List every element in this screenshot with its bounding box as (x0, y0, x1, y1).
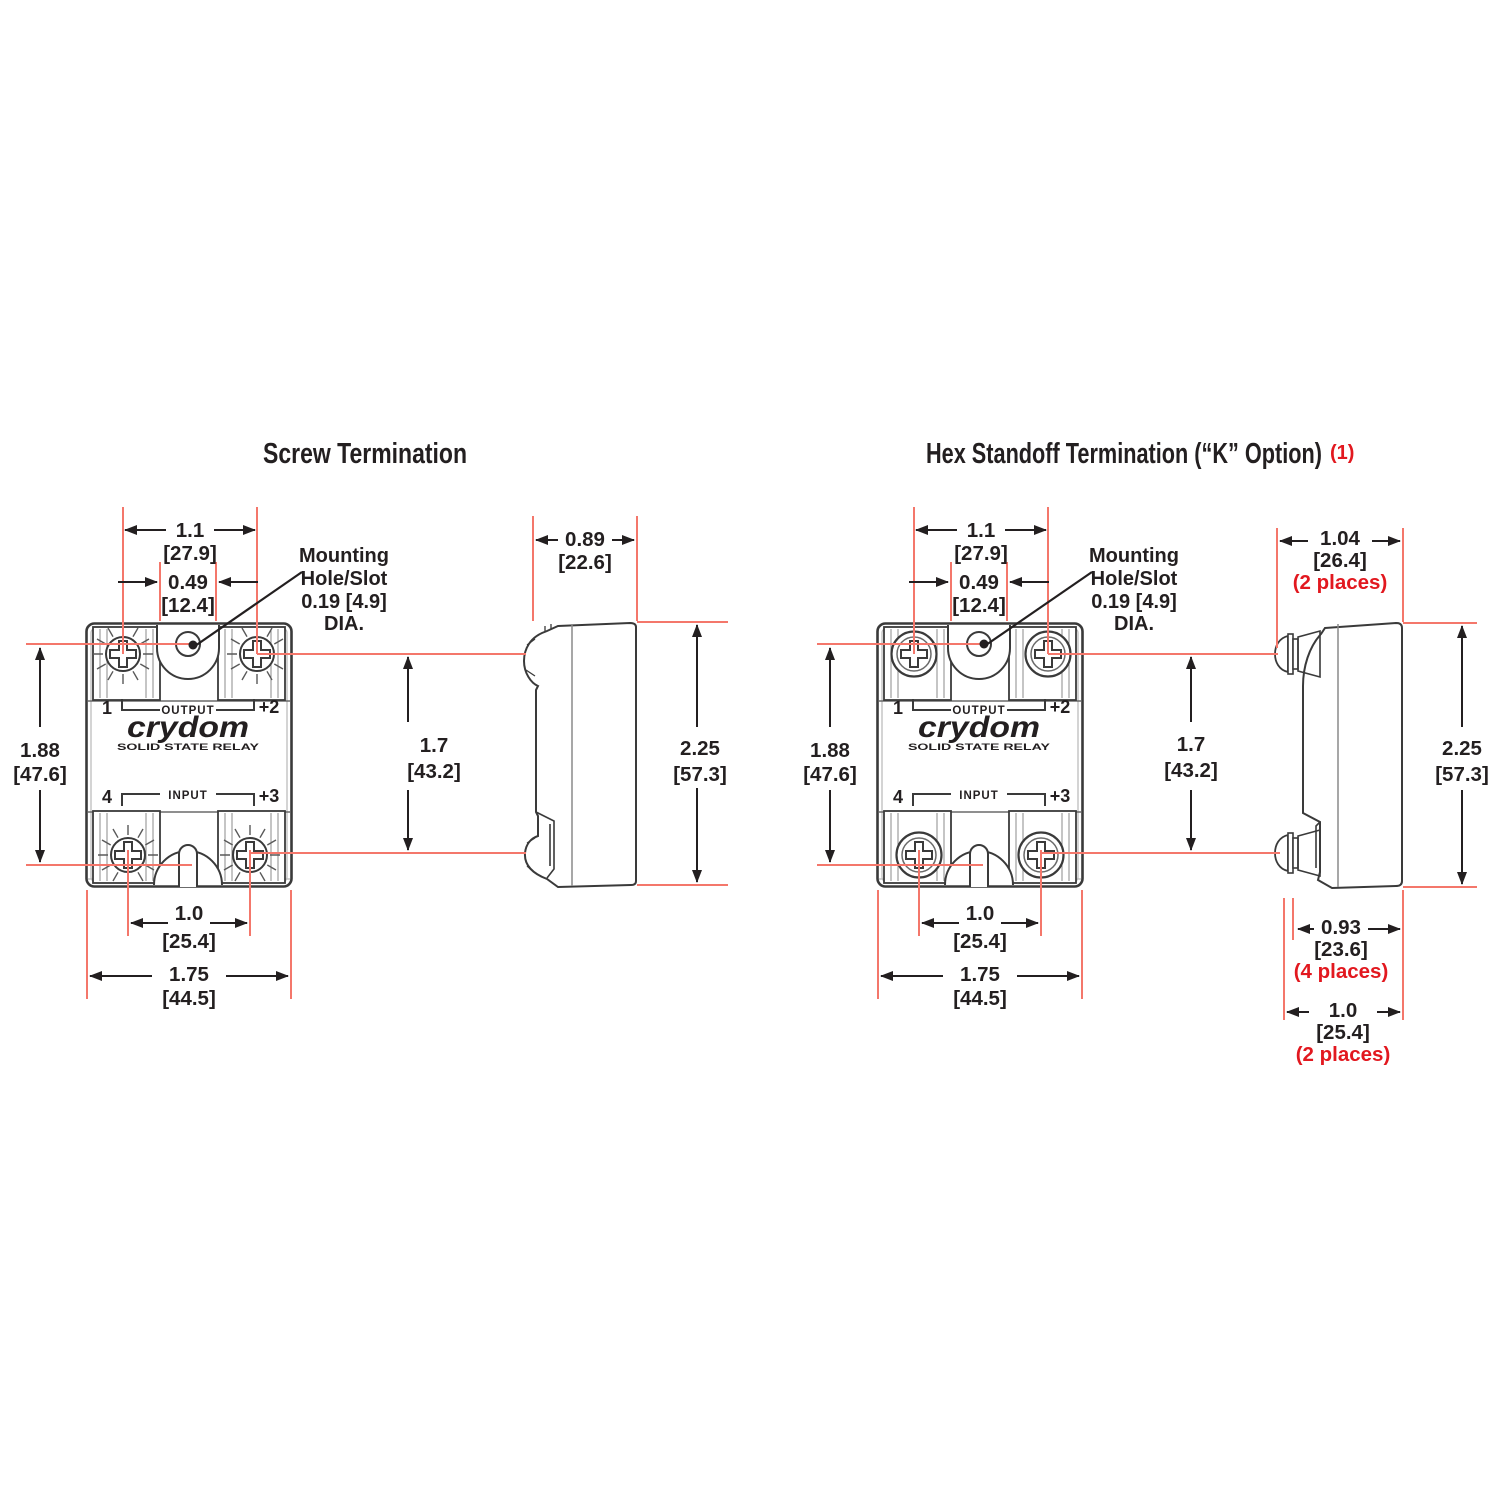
side-outline (1302, 621, 1403, 890)
mounting-note-line2: Hole/Slot (1091, 568, 1178, 590)
dim-terminal-spacing-in: 1.7 (420, 734, 449, 757)
dim-standoff-tip-in: 1.0 (1329, 999, 1358, 1022)
brand-logo: crydom (918, 711, 1040, 744)
leader-dot (979, 639, 989, 649)
output-label: OUTPUT (161, 705, 214, 717)
relay-side-view (522, 621, 637, 889)
side-outline (522, 621, 637, 889)
pin-3-label: +3 (1050, 786, 1071, 806)
dim-body-height-in: 2.25 (1442, 737, 1482, 760)
pin-4-label: 4 (893, 787, 903, 807)
pin-1-label: 1 (893, 698, 903, 718)
mounting-hole-callout: Mounting Hole/Slot 0.19 [4.9] DIA. (188, 545, 389, 650)
mounting-note-line3: 0.19 [4.9] (301, 591, 387, 613)
pin-4-label: 4 (102, 787, 112, 807)
pin-2-label: +2 (1050, 697, 1071, 717)
input-label: INPUT (168, 790, 208, 802)
dim-standoff-face-in: 0.93 (1321, 916, 1361, 939)
dim-terminal-spacing-in: 1.7 (1177, 733, 1206, 756)
relay-front-view: 1 +2 OUTPUT crydom SOLID STATE RELAY INP… (85, 622, 293, 889)
dim-depth-mm: [26.4] (1313, 549, 1367, 572)
dim-body-height-in: 2.25 (680, 737, 720, 760)
dim-depth-in: 1.04 (1320, 527, 1360, 550)
dim-bottom-screws-in: 1.0 (175, 902, 204, 925)
dimension-labels: 1.1 [27.9] 0.49 [12.4] 1.88 [47.6] 1.0 [… (803, 519, 1489, 1066)
dim-body-width-in: 1.75 (960, 963, 1000, 986)
dim-screw-spacing-mm: [27.9] (954, 542, 1008, 565)
leader-line (985, 571, 1093, 646)
output-bracket (912, 699, 1046, 711)
extension-lines (817, 507, 1477, 1020)
dim-body-width-mm: [44.5] (162, 987, 216, 1010)
right-title: Hex Standoff Termination (“K” Option) (926, 438, 1322, 470)
dim-body-width-mm: [44.5] (953, 987, 1007, 1010)
dim-slot-width-in: 0.49 (959, 571, 999, 594)
dim-slot-width-in: 0.49 (168, 571, 208, 594)
mounting-note-line2: Hole/Slot (301, 568, 388, 590)
dimension-lines (825, 525, 1467, 1017)
dim-slot-width-mm: [12.4] (952, 594, 1006, 617)
dim-body-height-mm: [57.3] (1435, 763, 1489, 786)
right-title-footnote: (1) (1330, 442, 1354, 464)
pin-3-label: +3 (259, 786, 280, 806)
dimension-lines (35, 525, 702, 981)
dim-depth-in: 0.89 (565, 528, 605, 551)
input-bracket (121, 793, 255, 806)
dim-depth-mm: [22.6] (558, 551, 612, 574)
dim-terminal-spacing-mm: [43.2] (1164, 759, 1218, 782)
mounting-note-line1: Mounting (299, 545, 389, 567)
dim-slot-width-mm: [12.4] (161, 594, 215, 617)
top-hex-standoff (1274, 629, 1321, 679)
side-bottom-bracket-line (1315, 821, 1321, 868)
mounting-note-line4: DIA. (324, 613, 364, 635)
output-bracket (121, 699, 255, 711)
extension-lines (26, 507, 728, 999)
mounting-note-line3: 0.19 [4.9] (1091, 591, 1177, 613)
dim-standoff-tip-places: (2 places) (1296, 1043, 1391, 1066)
dim-hole-to-slot-in: 1.88 (20, 739, 60, 762)
brand-tagline: SOLID STATE RELAY (117, 742, 260, 753)
dim-body-height-mm: [57.3] (673, 763, 727, 786)
dim-hole-to-slot-mm: [47.6] (13, 763, 67, 786)
dim-hole-to-slot-in: 1.88 (810, 739, 850, 762)
mounting-note-line4: DIA. (1114, 613, 1154, 635)
relay-side-view-hex (1274, 621, 1403, 890)
relay-front-view-hex: 1 +2 OUTPUT crydom SOLID STATE RELAY INP… (876, 622, 1084, 889)
leader-dot (188, 640, 198, 650)
input-bracket (912, 793, 1046, 806)
input-label: INPUT (959, 790, 999, 802)
leader-line (194, 571, 303, 647)
screw-termination-diagram: Screw Termination 1 +2 OUTPUT crydom SOL… (13, 438, 728, 1010)
dim-standoff-tip-mm: [25.4] (1316, 1021, 1370, 1044)
side-bottom-bracket (535, 811, 555, 879)
dim-bottom-screws-mm: [25.4] (953, 930, 1007, 953)
bottom-hex-standoff (1274, 828, 1321, 878)
dim-standoff-face-places: (4 places) (1294, 960, 1389, 983)
dim-screw-spacing-in: 1.1 (967, 519, 996, 542)
pin-2-label: +2 (259, 697, 280, 717)
dim-depth-places: (2 places) (1293, 571, 1388, 594)
side-detail-ticks (525, 624, 552, 874)
dim-bottom-screws-mm: [25.4] (162, 930, 216, 953)
dim-hole-to-slot-mm: [47.6] (803, 763, 857, 786)
pin-1-label: 1 (102, 698, 112, 718)
dim-body-width-in: 1.75 (169, 963, 209, 986)
left-title: Screw Termination (263, 438, 467, 470)
dim-terminal-spacing-mm: [43.2] (407, 760, 461, 783)
dim-screw-spacing-mm: [27.9] (163, 542, 217, 565)
dim-standoff-face-mm: [23.6] (1314, 938, 1368, 961)
brand-logo: crydom (127, 711, 249, 744)
dim-screw-spacing-in: 1.1 (176, 519, 205, 542)
dimension-labels: 1.1 [27.9] 0.49 [12.4] 1.88 [47.6] 1.0 [… (13, 519, 727, 1010)
brand-tagline: SOLID STATE RELAY (908, 742, 1051, 753)
hex-standoff-termination-diagram: Hex Standoff Termination (“K” Option) (1… (803, 438, 1489, 1066)
output-label: OUTPUT (952, 705, 1005, 717)
mounting-hole-callout: Mounting Hole/Slot 0.19 [4.9] DIA. (979, 545, 1179, 649)
mounting-note-line1: Mounting (1089, 545, 1179, 567)
dim-bottom-screws-in: 1.0 (966, 902, 995, 925)
